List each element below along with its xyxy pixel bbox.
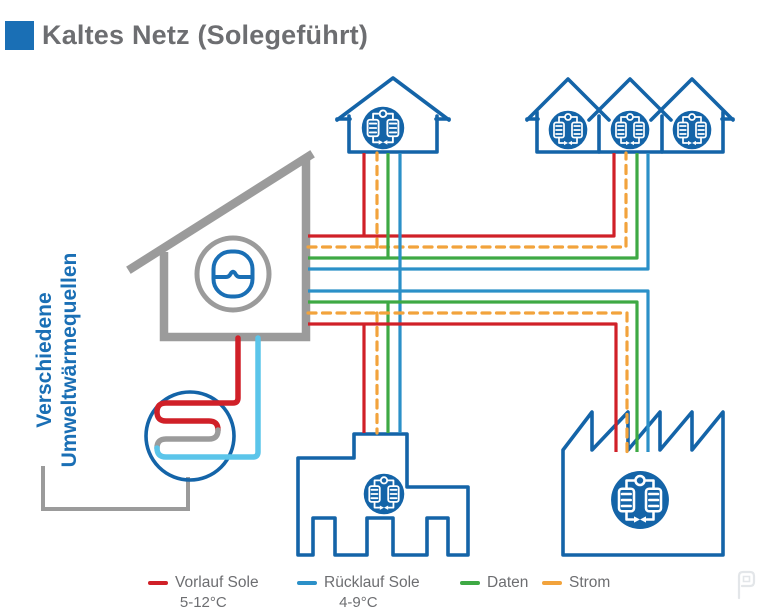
house-roof [126, 150, 315, 274]
page-header: Kaltes Netz (Solegeführt) [5, 20, 368, 51]
legend-item-daten: Daten [460, 574, 528, 594]
house-walls [159, 156, 311, 342]
buffer-tank-icon [194, 235, 272, 313]
single-family-house [335, 76, 451, 154]
row-houses [525, 77, 735, 154]
network-lines [256, 151, 650, 454]
legend-label: Strom [569, 574, 611, 591]
coil-warm-section [154, 335, 241, 433]
apartment-building [296, 432, 470, 557]
factory-building [561, 410, 725, 557]
heat-pump-icon [548, 110, 588, 150]
legend-label: Vorlauf Sole [175, 574, 259, 591]
ruecklauf-line-top [308, 153, 650, 433]
legend-item-ruecklauf: Rücklauf Sole 4-9°C [297, 574, 420, 611]
legend-item-vorlauf: Vorlauf Sole 5-12°C [148, 574, 259, 611]
ruecklauf-swatch-icon [297, 581, 317, 585]
heat-source-bracket [41, 466, 190, 511]
daten-swatch-icon [460, 581, 480, 585]
daten-line-top [308, 153, 639, 260]
legend-sublabel: 4-9°C [339, 594, 378, 611]
legend-item-strom: Strom [542, 574, 610, 594]
strom-swatch-icon [542, 581, 562, 585]
legend-sublabel: 5-12°C [179, 594, 227, 611]
heat-pump-icon [672, 110, 712, 150]
title-accent-square [5, 21, 34, 50]
legend-label: Daten [487, 574, 529, 591]
vorlauf-line-top [308, 153, 616, 238]
heat-pump-icon [361, 106, 405, 150]
heat-pump-icon [363, 473, 405, 515]
vorlauf-line-bottom [308, 322, 618, 452]
page-title: Kaltes Netz (Solegeführt) [42, 20, 369, 50]
ruecklauf-line-bottom [308, 289, 650, 452]
vorlauf-swatch-icon [148, 581, 168, 585]
publisher-watermark-icon [737, 570, 756, 600]
strom-line-top [306, 151, 628, 249]
legend-label: Rücklauf Sole [324, 574, 420, 591]
ground-source-coil-icon [144, 335, 261, 482]
energy-central-house [126, 150, 315, 342]
strom-line-bottom [306, 311, 629, 454]
heat-pump-icon [610, 470, 670, 530]
heat-pump-icon [610, 110, 650, 150]
coil-transition-section [154, 427, 221, 451]
coil-cold-section [154, 335, 261, 460]
